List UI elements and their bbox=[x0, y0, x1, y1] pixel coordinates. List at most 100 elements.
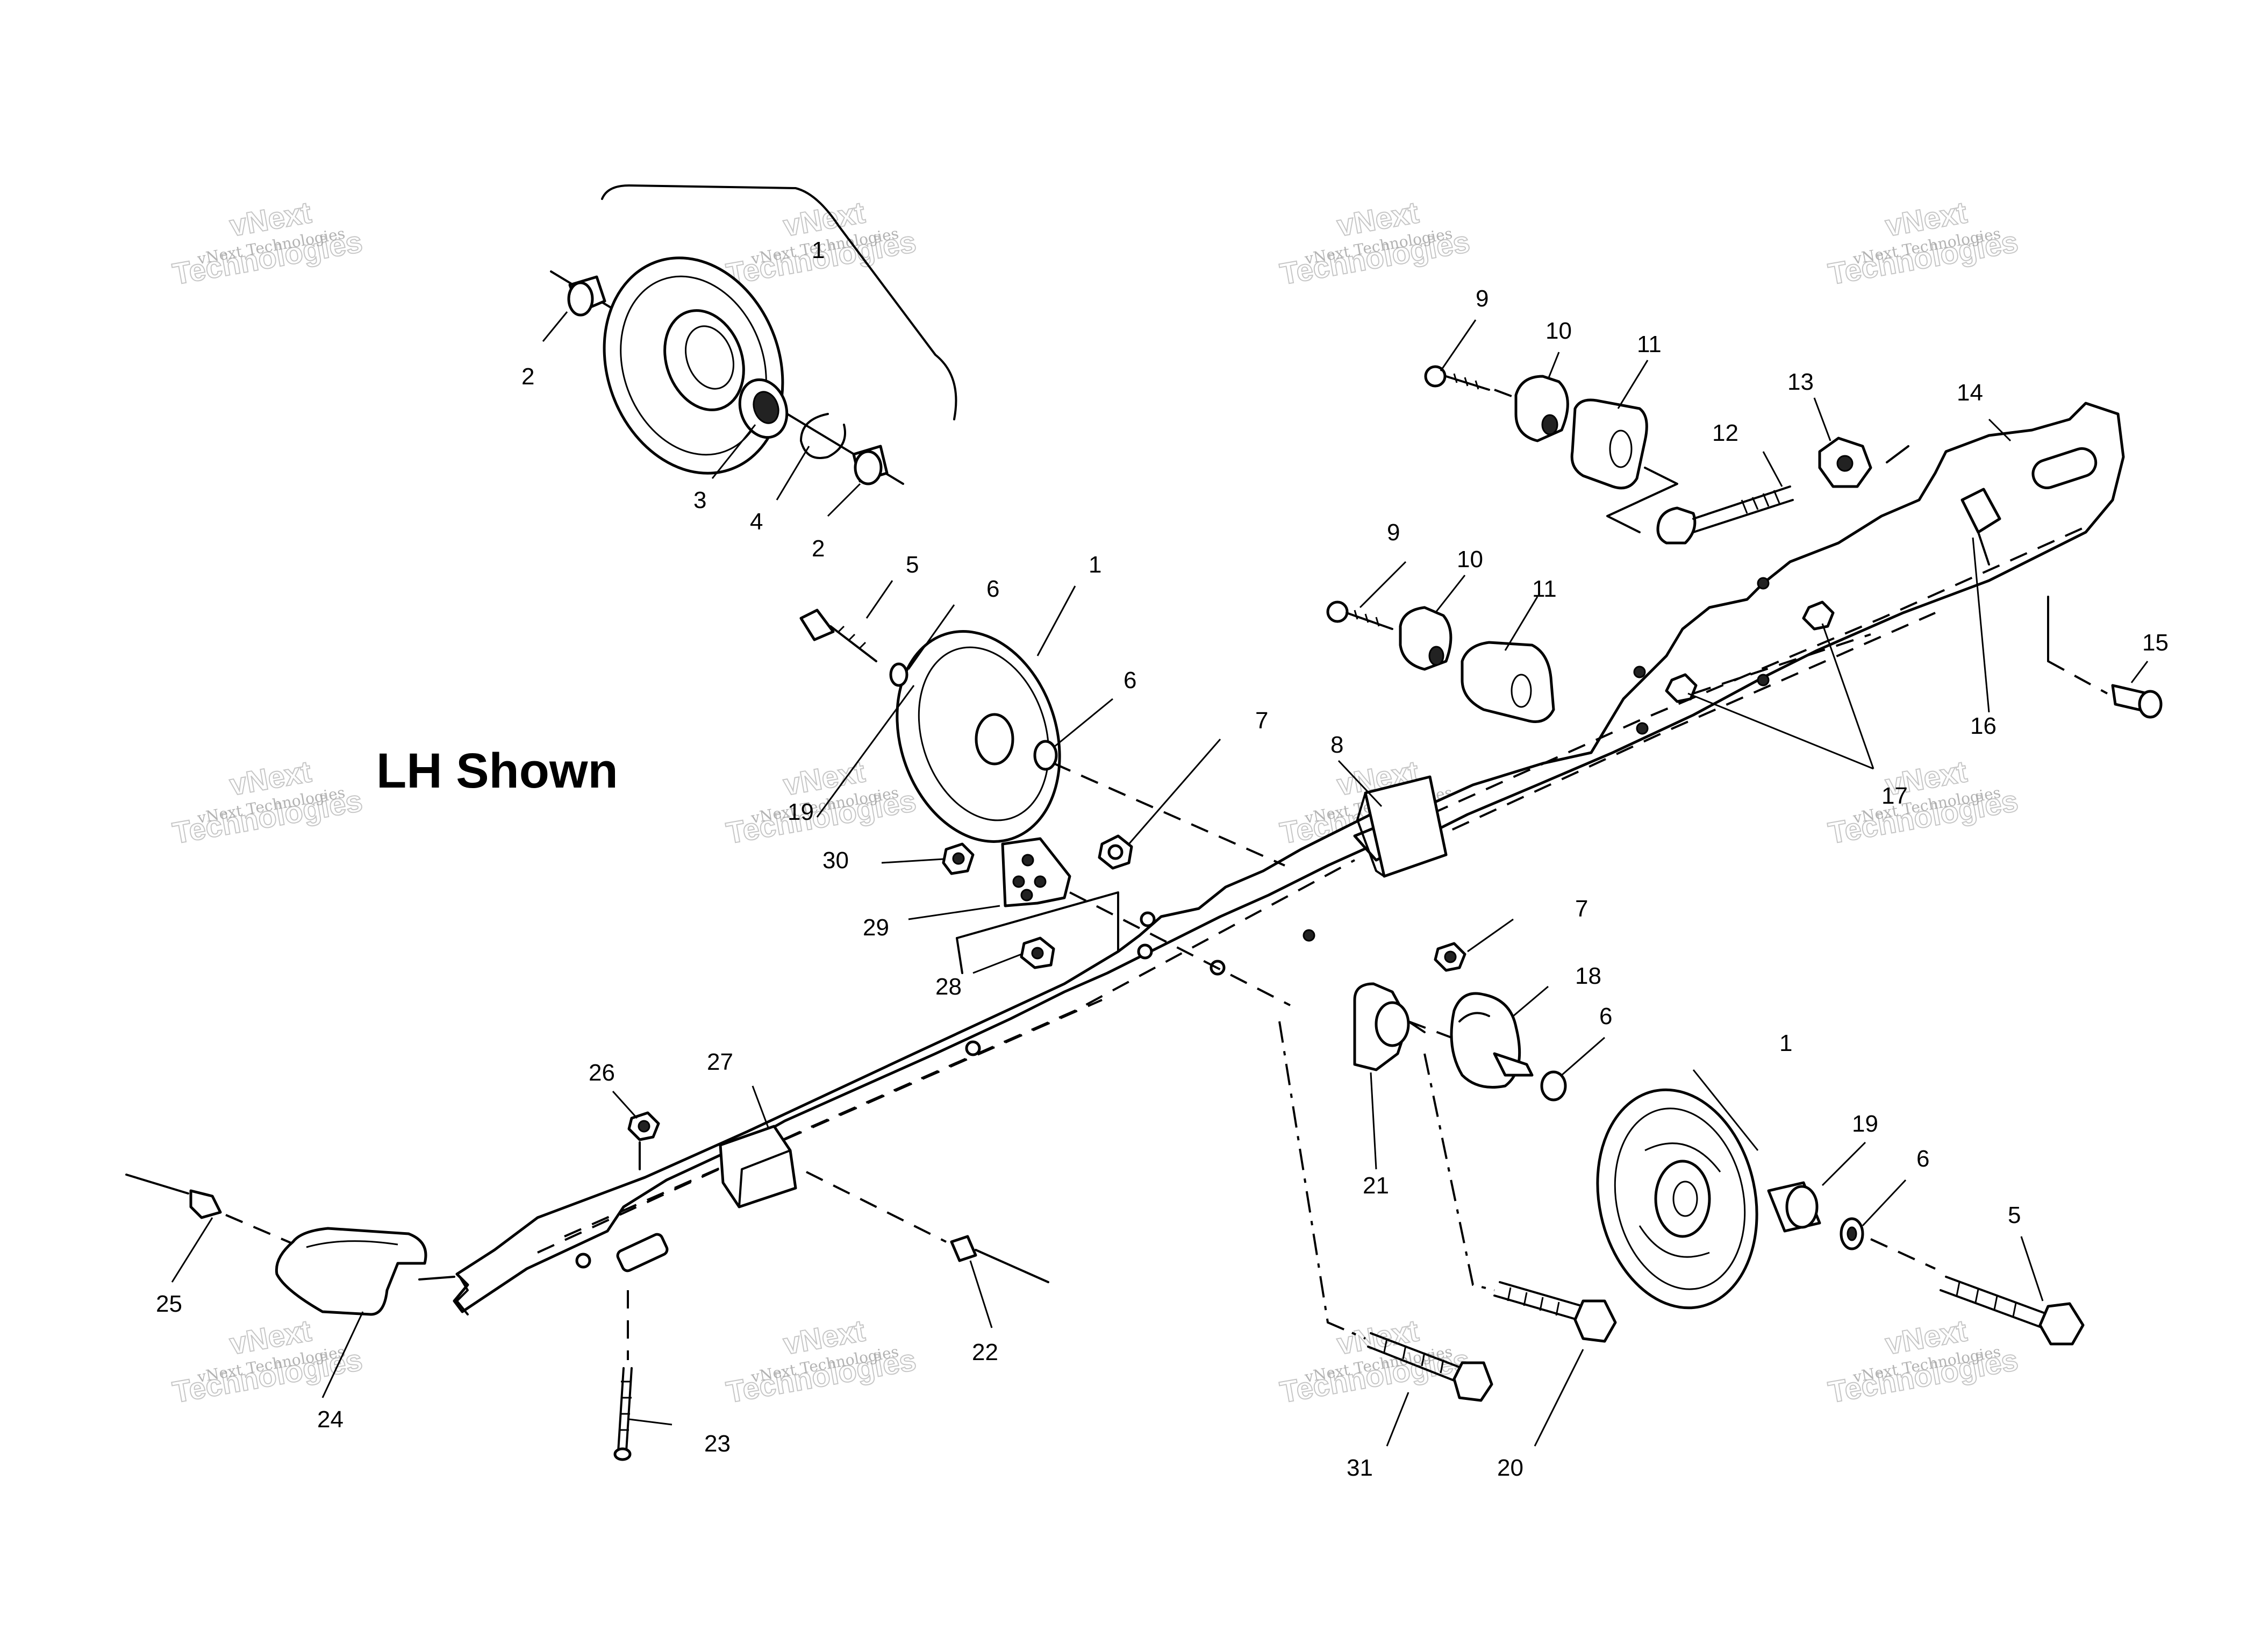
idler-wheel-exploded bbox=[603, 256, 784, 475]
bolt-20 bbox=[1493, 1281, 1617, 1343]
spacer-18 bbox=[1450, 992, 1534, 1089]
slide-rail-left bbox=[453, 810, 1383, 1315]
leader-17b bbox=[1687, 692, 1874, 770]
leader-3 bbox=[711, 424, 756, 479]
leader-6b bbox=[1053, 698, 1113, 748]
bushing-10-upper bbox=[1514, 375, 1569, 442]
bracket-21 bbox=[1353, 982, 1426, 1071]
leader-13 bbox=[1813, 397, 1831, 441]
callout-29: 29 bbox=[863, 914, 889, 941]
callout-1: 1 bbox=[1089, 552, 1101, 578]
rail-stripe-2 bbox=[564, 999, 1103, 1238]
bolt-31-path bbox=[1278, 1021, 1366, 1340]
callout-26: 26 bbox=[589, 1060, 615, 1086]
leader-1c bbox=[1692, 1069, 1759, 1151]
leader-25 bbox=[171, 1217, 213, 1283]
leader-15 bbox=[2130, 661, 2149, 683]
callout-12: 12 bbox=[1712, 420, 1738, 446]
callout-18: 18 bbox=[1575, 963, 1601, 989]
callout-23: 23 bbox=[704, 1431, 731, 1457]
callout-27: 27 bbox=[707, 1049, 733, 1075]
spacer-19 bbox=[1767, 1181, 1821, 1233]
callout-31: 31 bbox=[1347, 1455, 1373, 1481]
nut-7-lower bbox=[1434, 942, 1466, 972]
callout-3: 3 bbox=[693, 487, 706, 513]
callout-25: 25 bbox=[156, 1291, 182, 1317]
callout-11: 11 bbox=[1532, 576, 1557, 602]
watermark-8: vNext Technologies vNext Technologies bbox=[1825, 754, 2021, 850]
bolt-23 bbox=[613, 1290, 633, 1461]
callout-1: 1 bbox=[812, 237, 825, 263]
rear-hardware bbox=[1665, 488, 2163, 770]
callout-19: 19 bbox=[788, 799, 814, 825]
watermark-1: vNext Technologies vNext Technologies bbox=[169, 195, 365, 291]
pin-15 bbox=[2111, 684, 2163, 719]
leader-18 bbox=[1513, 985, 1549, 1017]
callout-9: 9 bbox=[1476, 285, 1489, 312]
callout-24: 24 bbox=[317, 1406, 344, 1433]
leader-10b bbox=[1434, 575, 1466, 613]
callout-6: 6 bbox=[986, 576, 999, 602]
callout-6: 6 bbox=[1916, 1146, 1929, 1172]
leader-24 bbox=[321, 1311, 364, 1398]
snap-ring-4 bbox=[800, 413, 846, 459]
block-11-upper bbox=[1570, 398, 1648, 490]
watermark-11: vNext Technologies vNext Technologies bbox=[1277, 1313, 1472, 1410]
mid-fastener-stack bbox=[1326, 561, 1555, 723]
leader-20 bbox=[1534, 1349, 1584, 1447]
nut-13 bbox=[1818, 437, 1872, 488]
leader-19b bbox=[1821, 1141, 1866, 1186]
leader-9a bbox=[1440, 319, 1477, 371]
nut-17 bbox=[1665, 600, 1835, 703]
washer-6-lower bbox=[1540, 1070, 1567, 1102]
leader-30 bbox=[881, 858, 944, 864]
rivet-22 bbox=[950, 1235, 1049, 1283]
bushing-10-lower bbox=[1399, 606, 1452, 671]
cap-2-lower bbox=[852, 445, 889, 485]
leader-28 bbox=[972, 953, 1022, 974]
watermark-4: vNext Technologies vNext Technologies bbox=[1825, 195, 2021, 291]
leader-14 bbox=[1988, 418, 2012, 442]
leader-6d bbox=[1862, 1179, 1907, 1227]
callout-17: 17 bbox=[1881, 783, 1908, 809]
bolt-5-lower bbox=[1940, 1276, 2085, 1346]
callout-28: 28 bbox=[935, 974, 962, 1000]
leader-17a bbox=[1821, 623, 1874, 769]
plate-29 bbox=[1001, 837, 1071, 907]
bracket-8 bbox=[1337, 760, 1448, 878]
washer-6-right bbox=[1033, 740, 1058, 771]
mount-hardware bbox=[881, 739, 1291, 1006]
leader-26 bbox=[612, 1090, 638, 1119]
leader-6a bbox=[907, 604, 955, 670]
leader-8 bbox=[1337, 760, 1383, 807]
watermark-3: vNext Technologies vNext Technologies bbox=[1277, 195, 1472, 291]
leader-5b bbox=[2020, 1236, 2044, 1301]
leader-16 bbox=[1972, 537, 1990, 713]
leader-1b bbox=[1036, 585, 1076, 656]
idler-wheel-lower bbox=[1596, 1069, 2085, 1346]
rail-hole bbox=[1137, 943, 1153, 960]
callout-labels: 1 2 3 4 2 5 6 1 6 19 30 29 28 7 8 9 10 1… bbox=[156, 237, 2169, 1481]
nut-26 bbox=[627, 1111, 660, 1141]
rail-hole bbox=[965, 1040, 981, 1056]
bolt-20-path bbox=[1423, 1053, 1495, 1291]
leader-31 bbox=[1386, 1392, 1409, 1447]
callout-21: 21 bbox=[1363, 1172, 1389, 1199]
leader-27 bbox=[752, 1085, 770, 1129]
watermark-10: vNext Technologies vNext Technologies bbox=[723, 1313, 919, 1410]
leader-7b bbox=[1467, 918, 1514, 953]
rail-rear-slot bbox=[2031, 447, 2098, 489]
slide-rail-right bbox=[1303, 402, 2125, 942]
washer-6-left bbox=[889, 662, 908, 687]
nut-30 bbox=[942, 842, 975, 875]
rail-riser bbox=[956, 891, 1119, 953]
callout-20: 20 bbox=[1497, 1455, 1523, 1481]
clip-16 bbox=[1960, 488, 2001, 566]
callout-7: 7 bbox=[1255, 707, 1268, 734]
bolt-9-lower bbox=[1326, 600, 1393, 630]
callout-11: 11 bbox=[1637, 331, 1662, 357]
callout-2: 2 bbox=[521, 363, 534, 390]
top-fastener-stack bbox=[1424, 319, 2012, 545]
nut-7-upper bbox=[1098, 834, 1133, 870]
nut-28 bbox=[1020, 936, 1055, 969]
